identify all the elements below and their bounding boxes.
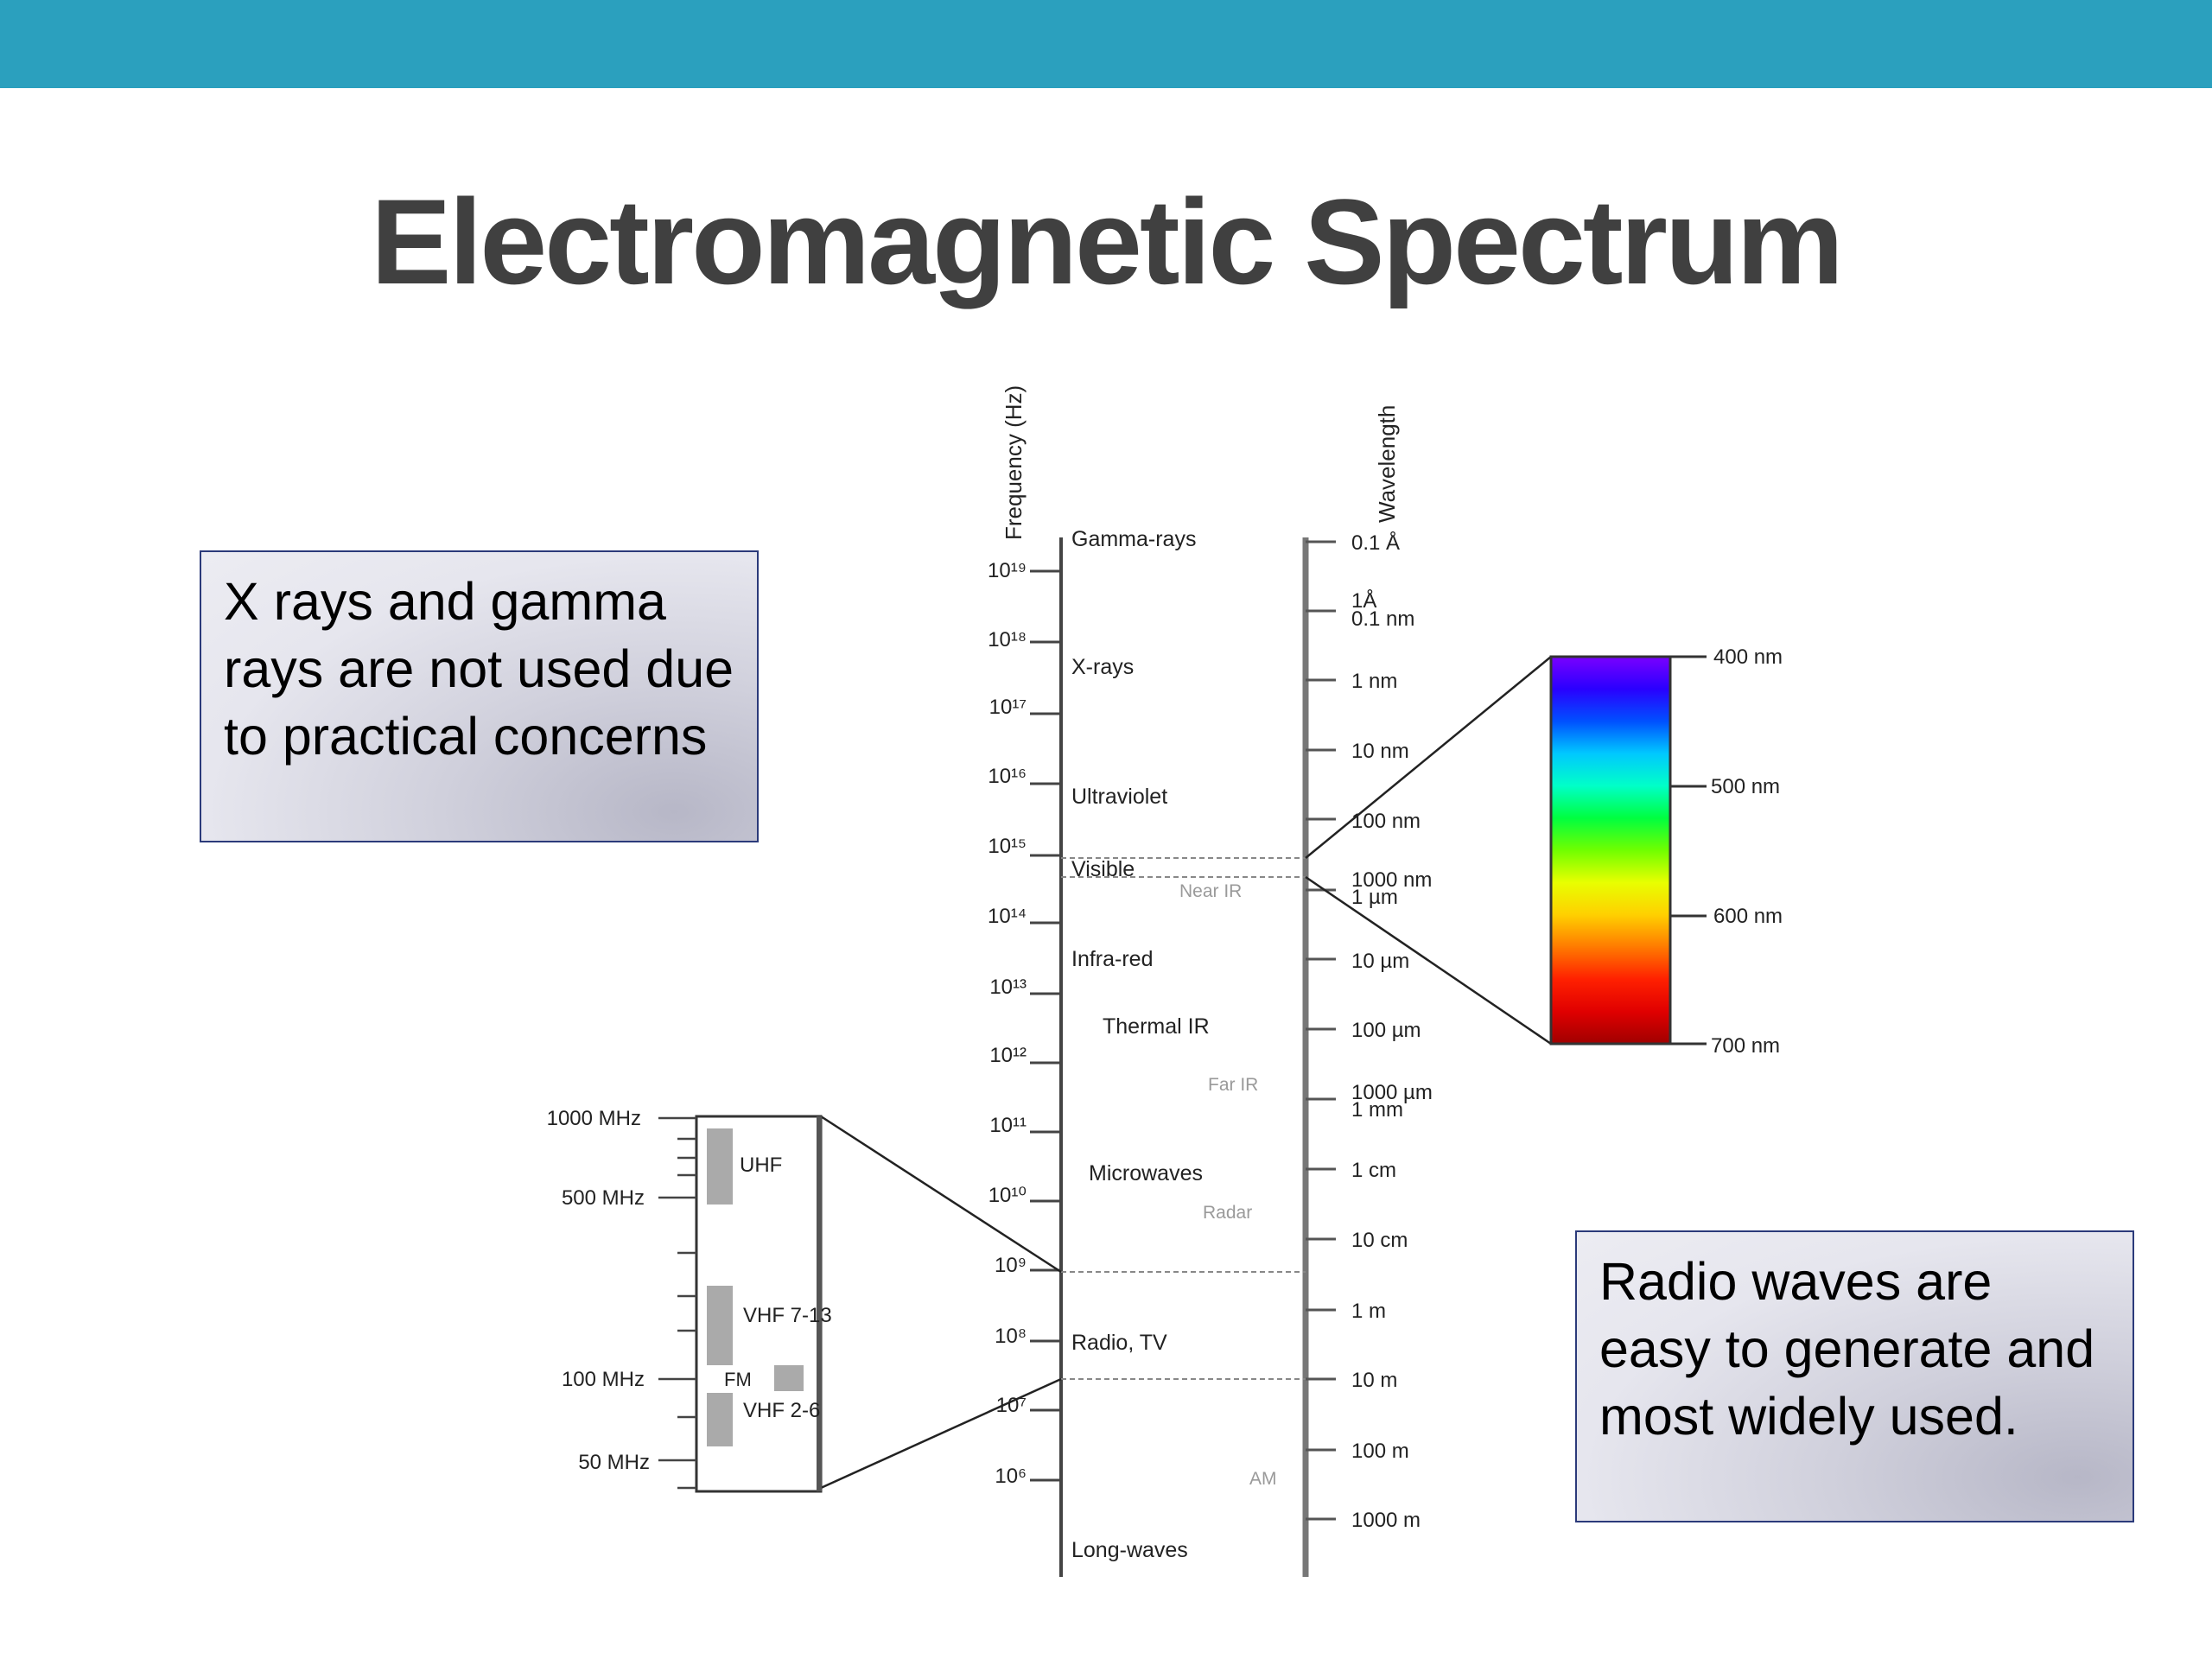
radio-band-label-uhf: UHF — [740, 1154, 782, 1177]
freq-tick-label: 10¹³ — [989, 976, 1027, 999]
wavelength-tick-label: 10 nm — [1351, 740, 1409, 763]
radio-band-label-vhf-high: VHF 7-13 — [743, 1304, 832, 1327]
band-label-gamma: Gamma-rays — [1071, 527, 1196, 551]
freq-tick-label: 10¹⁰ — [988, 1184, 1027, 1207]
band-label-microwaves: Microwaves — [1089, 1161, 1203, 1185]
visible-zoom-line-top — [1305, 656, 1552, 859]
visible-spectrum-strip — [1549, 655, 1672, 1046]
wavelength-tick-label: 1 nm — [1351, 670, 1397, 693]
wavelength-tick-label: 1000 nm — [1351, 868, 1432, 892]
wavelength-tick-label: 100 nm — [1351, 810, 1421, 833]
wavelength-tick-label: 1000 m — [1351, 1509, 1421, 1532]
freq-tick-label: 10¹¹ — [989, 1114, 1027, 1137]
freq-tick-label: 10¹⁹ — [988, 559, 1027, 582]
wavelength-tick-label: 1000 µm — [1351, 1081, 1433, 1104]
band-label-near-ir: Near IR — [1179, 881, 1242, 901]
slide-title: Electromagnetic Spectrum — [371, 174, 1844, 309]
wavelength-tick-label: 1 cm — [1351, 1159, 1396, 1182]
fm-band-block — [774, 1365, 804, 1391]
top-accent-bar — [0, 0, 2212, 88]
freq-tick-label: 10¹⁸ — [988, 628, 1027, 652]
band-label-thermal-ir: Thermal IR — [1103, 1014, 1210, 1039]
wavelength-axis-label: Wavelength — [1374, 405, 1400, 523]
visible-tick-label: 600 nm — [1713, 905, 1783, 928]
visible-tick-label: 400 nm — [1713, 645, 1783, 669]
band-label-infrared: Infra-red — [1071, 947, 1153, 971]
frequency-axis-label: Frequency (Hz) — [1001, 385, 1027, 540]
band-label-visible: Visible — [1071, 857, 1135, 881]
wavelength-tick-label: 100 µm — [1351, 1019, 1421, 1042]
freq-tick-label: 10¹⁷ — [989, 696, 1027, 719]
freq-tick-label: 10⁶ — [995, 1465, 1027, 1488]
freq-tick-label: 10¹² — [989, 1044, 1027, 1067]
wavelength-tick-label: 10 µm — [1351, 950, 1409, 973]
radio-inset-tick-label: 100 MHz — [562, 1368, 645, 1391]
wavelength-tick-label: 10 m — [1351, 1369, 1397, 1392]
visible-tick-label: 500 nm — [1711, 775, 1780, 798]
wavelength-tick-label: 1 m — [1351, 1300, 1386, 1323]
uhf-band-block — [707, 1128, 733, 1205]
freq-tick-label: 10⁸ — [995, 1325, 1027, 1348]
wavelength-tick-label: 0.1 nm — [1351, 607, 1414, 631]
band-label-am: AM — [1249, 1469, 1277, 1489]
wavelength-tick-label: 100 m — [1351, 1440, 1409, 1463]
freq-tick-label: 10¹⁴ — [988, 905, 1027, 928]
radio-band-label-vhf-low: VHF 2-6 — [743, 1399, 820, 1422]
freq-tick-label: 10¹⁵ — [988, 835, 1027, 858]
band-label-long-waves: Long-waves — [1071, 1538, 1188, 1562]
wavelength-tick-label: 0.1 Å — [1351, 531, 1400, 555]
freq-tick-label: 10¹⁶ — [988, 765, 1027, 788]
freq-tick-label: 10⁹ — [995, 1254, 1027, 1277]
visible-zoom-line-bottom — [1305, 875, 1552, 1046]
radio-zoom-line-bottom — [820, 1377, 1062, 1490]
band-label-xrays: X-rays — [1071, 655, 1134, 679]
band-label-radio-tv: Radio, TV — [1071, 1331, 1167, 1355]
wavelength-tick-label: 10 cm — [1351, 1229, 1408, 1252]
xray-note-box: X rays and gamma rays are not used due t… — [200, 550, 759, 842]
band-label-far-ir: Far IR — [1208, 1075, 1258, 1095]
radio-inset-tick-label: 500 MHz — [562, 1186, 645, 1210]
wavelength-tick-label: 1 mm — [1351, 1098, 1403, 1122]
vhf-low-band-block — [707, 1393, 733, 1446]
wavelength-tick-label: 1 µm — [1351, 886, 1398, 909]
radio-inset-tick-label: 50 MHz — [578, 1451, 650, 1474]
radio-band-label-fm: FM — [724, 1369, 752, 1390]
radio-inset-tick-label: 1000 MHz — [547, 1107, 641, 1130]
wavelength-tick-label: 1Å — [1351, 588, 1376, 613]
visible-tick-label: 700 nm — [1711, 1034, 1780, 1058]
radio-zoom-line-top — [820, 1115, 1062, 1274]
vhf-high-band-block — [707, 1286, 733, 1365]
band-label-radar: Radar — [1203, 1203, 1252, 1223]
band-label-ultraviolet: Ultraviolet — [1071, 785, 1167, 809]
radio-note-box: Radio waves are easy to generate and mos… — [1575, 1230, 2134, 1522]
